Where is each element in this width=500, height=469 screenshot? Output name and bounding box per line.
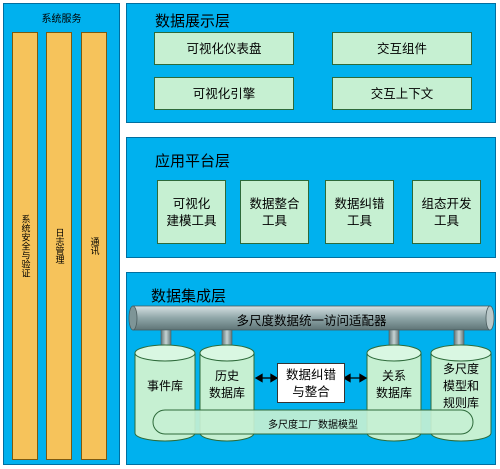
database-label-relational: 关系 数据库 xyxy=(375,369,412,400)
model-bus-label: 多尺度工厂数据模型 xyxy=(268,420,358,431)
pipe-stub xyxy=(388,329,400,348)
platform-box-modeling-tool: 可视化 建模工具 xyxy=(157,180,226,244)
data-display-layer-title: 数据展示层 xyxy=(155,12,231,30)
integration-diagram xyxy=(128,305,495,442)
database-label-history: 历史 数据库 xyxy=(208,369,245,400)
service-column-communication: 通讯 xyxy=(81,32,107,460)
service-column-security-label: 系统安全与验证 xyxy=(19,214,30,278)
double-arrow-left xyxy=(254,373,279,383)
platform-box-configuration-tool: 组态开发 工具 xyxy=(412,180,481,244)
application-platform-layer-title: 应用平台层 xyxy=(155,152,231,170)
service-column-security: 系统安全与验证 xyxy=(12,32,38,460)
model-bus xyxy=(152,409,474,435)
pipe-stub xyxy=(453,329,465,348)
display-box-visual-engine: 可视化引擎 xyxy=(154,77,294,110)
database-label-models: 多尺度 模型和 规则库 xyxy=(442,362,479,410)
adapter-label: 多尺度数据统一访问适配器 xyxy=(236,313,387,328)
pipe-stub xyxy=(221,329,233,348)
display-box-interactive-components: 交互组件 xyxy=(332,32,472,65)
pipe-stub xyxy=(160,329,172,348)
display-box-dashboard: 可视化仪表盘 xyxy=(154,32,294,65)
application-platform-layer: 应用平台层 可视化 建模工具 数据整合 工具 数据纠错 工具 组态开发 工具 xyxy=(126,137,496,258)
database-label-events: 事件库 xyxy=(146,379,183,393)
service-column-logging: 日志管理 xyxy=(46,32,72,460)
platform-box-integration-tool: 数据整合 工具 xyxy=(240,180,309,244)
service-column-communication-label: 通讯 xyxy=(88,237,99,255)
data-integration-layer-title: 数据集成层 xyxy=(151,287,227,305)
adapter-pipe xyxy=(128,305,495,331)
system-services-title: 系统服务 xyxy=(41,14,82,25)
service-column-logging-label: 日志管理 xyxy=(53,228,64,264)
double-arrow-right xyxy=(342,373,368,383)
data-integration-layer: 数据集成层 xyxy=(126,272,496,465)
process-box-correction-integration: 数据纠错 与整合 xyxy=(277,363,345,403)
system-services-panel: 系统服务 系统安全与验证 日志管理 通讯 xyxy=(3,3,120,465)
platform-box-correction-tool: 数据纠错 工具 xyxy=(325,180,394,244)
data-display-layer: 数据展示层 可视化仪表盘 交互组件 可视化引擎 交互上下文 xyxy=(126,3,496,123)
display-box-interactive-context: 交互上下文 xyxy=(332,77,472,110)
